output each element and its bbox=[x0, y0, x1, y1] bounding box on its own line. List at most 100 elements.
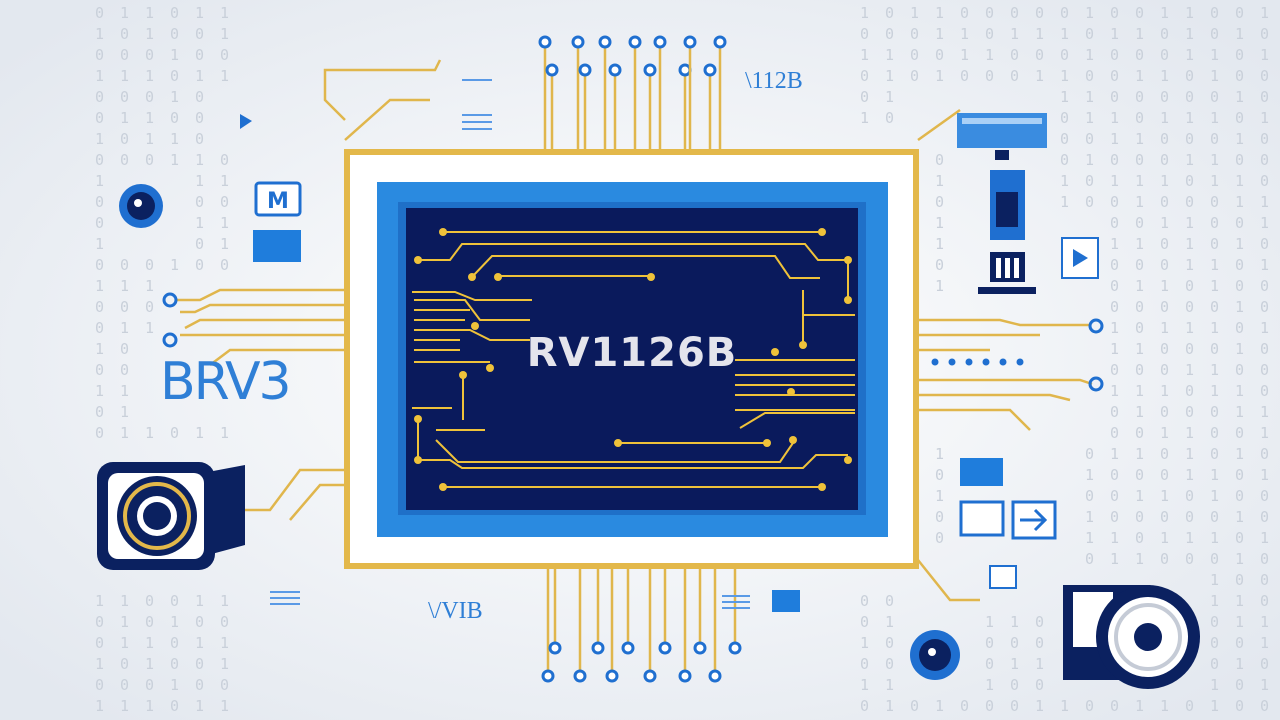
binary-digit: 1 bbox=[885, 697, 894, 715]
binary-digit: 0 bbox=[195, 88, 204, 106]
binary-digit: 0 bbox=[170, 424, 179, 442]
binary-digit: 1 bbox=[1085, 46, 1094, 64]
binary-digit: 0 bbox=[95, 4, 104, 22]
binary-digit: 1 bbox=[1235, 298, 1244, 316]
binary-digit: 0 bbox=[1160, 88, 1169, 106]
binary-digit: 1 bbox=[145, 655, 154, 673]
binary-digit: 1 bbox=[1260, 319, 1269, 337]
binary-digit: 1 bbox=[1235, 235, 1244, 253]
binary-digit: 0 bbox=[1235, 109, 1244, 127]
binary-digit: 1 bbox=[95, 592, 104, 610]
binary-digit: 1 bbox=[1085, 151, 1094, 169]
binary-digit: 0 bbox=[1185, 193, 1194, 211]
binary-digit: 0 bbox=[220, 613, 229, 631]
binary-digit: 1 bbox=[1035, 655, 1044, 673]
binary-digit: 0 bbox=[1160, 550, 1169, 568]
binary-digit: 0 bbox=[1210, 613, 1219, 631]
binary-digit: 0 bbox=[95, 319, 104, 337]
chip-pin-icon bbox=[598, 35, 612, 49]
binary-digit: 0 bbox=[1260, 172, 1269, 190]
binary-digit: 0 bbox=[1260, 508, 1269, 526]
binary-digit: 0 bbox=[95, 634, 104, 652]
binary-digit: 0 bbox=[1160, 340, 1169, 358]
binary-digit: 1 bbox=[195, 151, 204, 169]
chip-pin-icon bbox=[545, 63, 559, 77]
binary-digit: 1 bbox=[1185, 4, 1194, 22]
binary-digit: 0 bbox=[145, 298, 154, 316]
binary-digit: 1 bbox=[1185, 424, 1194, 442]
binary-digit: 1 bbox=[1160, 214, 1169, 232]
binary-digit: 0 bbox=[960, 697, 969, 715]
binary-digit: 0 bbox=[1260, 487, 1269, 505]
binary-digit: 1 bbox=[145, 277, 154, 295]
binary-digit: 0 bbox=[1110, 298, 1119, 316]
binary-digit: 0 bbox=[860, 88, 869, 106]
binary-digit: 1 bbox=[1210, 382, 1219, 400]
binary-digit: 0 bbox=[1185, 382, 1194, 400]
binary-digit: 0 bbox=[1110, 697, 1119, 715]
binary-digit: 0 bbox=[95, 193, 104, 211]
chip-pin-icon bbox=[643, 669, 657, 683]
binary-digit: 1 bbox=[145, 4, 154, 22]
binary-digit: 0 bbox=[935, 256, 944, 274]
binary-digit: 1 bbox=[935, 172, 944, 190]
binary-digit: 0 bbox=[1235, 46, 1244, 64]
binary-digit: 0 bbox=[1235, 214, 1244, 232]
binary-digit: 0 bbox=[860, 655, 869, 673]
binary-digit: 1 bbox=[95, 235, 104, 253]
binary-digit: 1 bbox=[860, 109, 869, 127]
binary-digit: 0 bbox=[985, 67, 994, 85]
binary-digit: 1 bbox=[220, 424, 229, 442]
chip-pin-icon bbox=[591, 641, 605, 655]
binary-digit: 0 bbox=[95, 424, 104, 442]
binary-digit: 1 bbox=[120, 67, 129, 85]
binary-digit: 0 bbox=[170, 634, 179, 652]
binary-digit: 0 bbox=[1135, 424, 1144, 442]
chip-pins bbox=[538, 35, 742, 683]
binary-digit: 1 bbox=[1010, 655, 1019, 673]
binary-digit: 1 bbox=[885, 67, 894, 85]
binary-digit: 1 bbox=[120, 592, 129, 610]
chip-pin-icon bbox=[573, 669, 587, 683]
binary-digit: 0 bbox=[220, 46, 229, 64]
binary-digit: 0 bbox=[1010, 46, 1019, 64]
binary-digit: 0 bbox=[1235, 697, 1244, 715]
binary-digit: 1 bbox=[860, 46, 869, 64]
binary-digit: 1 bbox=[1185, 256, 1194, 274]
binary-digit: 1 bbox=[1135, 172, 1144, 190]
binary-digit: 0 bbox=[985, 4, 994, 22]
binary-digit: 1 bbox=[1235, 445, 1244, 463]
binary-digit: 1 bbox=[120, 277, 129, 295]
binary-digit: 1 bbox=[1210, 487, 1219, 505]
binary-digit: 0 bbox=[1260, 592, 1269, 610]
binary-digit: 1 bbox=[220, 235, 229, 253]
binary-digit: 0 bbox=[1160, 403, 1169, 421]
binary-digit: 0 bbox=[1110, 424, 1119, 442]
binary-digit: 1 bbox=[885, 676, 894, 694]
binary-digit: 0 bbox=[120, 340, 129, 358]
binary-digit: 0 bbox=[1160, 508, 1169, 526]
binary-digit: 1 bbox=[1135, 277, 1144, 295]
binary-digit: 0 bbox=[1135, 361, 1144, 379]
binary-digit: 0 bbox=[1110, 487, 1119, 505]
binary-digit: 0 bbox=[1085, 172, 1094, 190]
binary-digit: 0 bbox=[1260, 67, 1269, 85]
binary-digit: 1 bbox=[1210, 571, 1219, 589]
binary-digit: 1 bbox=[935, 277, 944, 295]
binary-digit: 1 bbox=[1260, 529, 1269, 547]
binary-digit: 0 bbox=[1010, 4, 1019, 22]
binary-digit: 1 bbox=[170, 676, 179, 694]
binary-digit: 0 bbox=[195, 655, 204, 673]
chip-traces bbox=[412, 231, 855, 488]
binary-digit: 1 bbox=[120, 109, 129, 127]
binary-digit: 1 bbox=[95, 130, 104, 148]
binary-digit: 0 bbox=[120, 130, 129, 148]
decorative-lettering-112b: \112B bbox=[745, 68, 803, 94]
binary-digit: 1 bbox=[1185, 319, 1194, 337]
binary-digit: 1 bbox=[1210, 256, 1219, 274]
binary-digit: 0 bbox=[860, 613, 869, 631]
binary-digit: 0 bbox=[1110, 214, 1119, 232]
binary-digit: 1 bbox=[910, 4, 919, 22]
binary-digit: 1 bbox=[1210, 67, 1219, 85]
binary-digit: 1 bbox=[170, 256, 179, 274]
